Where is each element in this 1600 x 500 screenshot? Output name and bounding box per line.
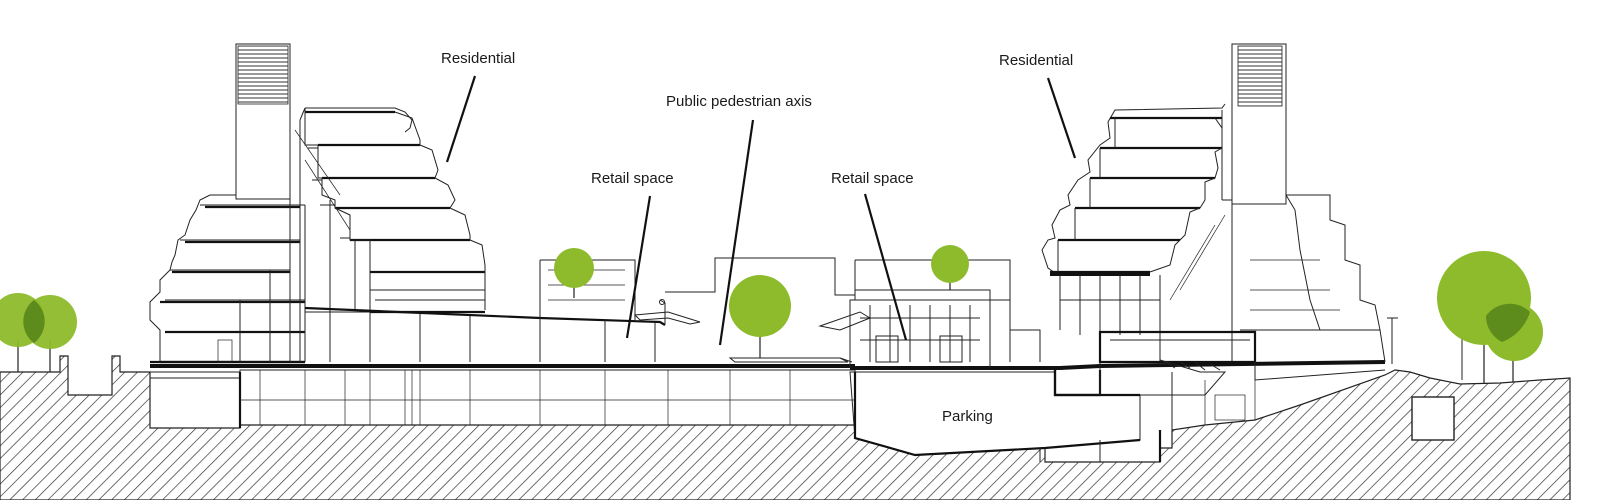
label-residential-left: Residential xyxy=(441,50,515,67)
right-basement-box xyxy=(1411,396,1455,441)
public-plaza xyxy=(728,357,853,363)
leader-residential-left xyxy=(445,75,477,163)
label-parking: Parking xyxy=(942,408,993,425)
label-residential-right: Residential xyxy=(999,52,1073,69)
tree-left-edge xyxy=(0,293,77,372)
tree-retail-right xyxy=(931,245,969,290)
label-retail-right: Retail space xyxy=(831,170,914,187)
lamp-posts xyxy=(1387,317,1463,380)
label-retail-left: Retail space xyxy=(591,170,674,187)
ground-hatch xyxy=(0,355,1571,500)
leader-lines xyxy=(445,75,1077,346)
left-residential-building xyxy=(149,43,486,364)
tree-retail-left xyxy=(554,248,594,298)
leader-retail-left xyxy=(625,195,652,339)
trees xyxy=(0,245,1543,384)
tree-public-axis xyxy=(729,275,791,358)
leader-retail-right xyxy=(863,193,908,341)
label-public-pedestrian-axis: Public pedestrian axis xyxy=(666,93,812,110)
right-retail-block xyxy=(818,259,1041,368)
tree-right-edge xyxy=(1437,251,1543,384)
right-residential-building xyxy=(1041,43,1386,397)
leader-residential-right xyxy=(1046,77,1077,159)
leader-public-axis xyxy=(718,119,755,346)
